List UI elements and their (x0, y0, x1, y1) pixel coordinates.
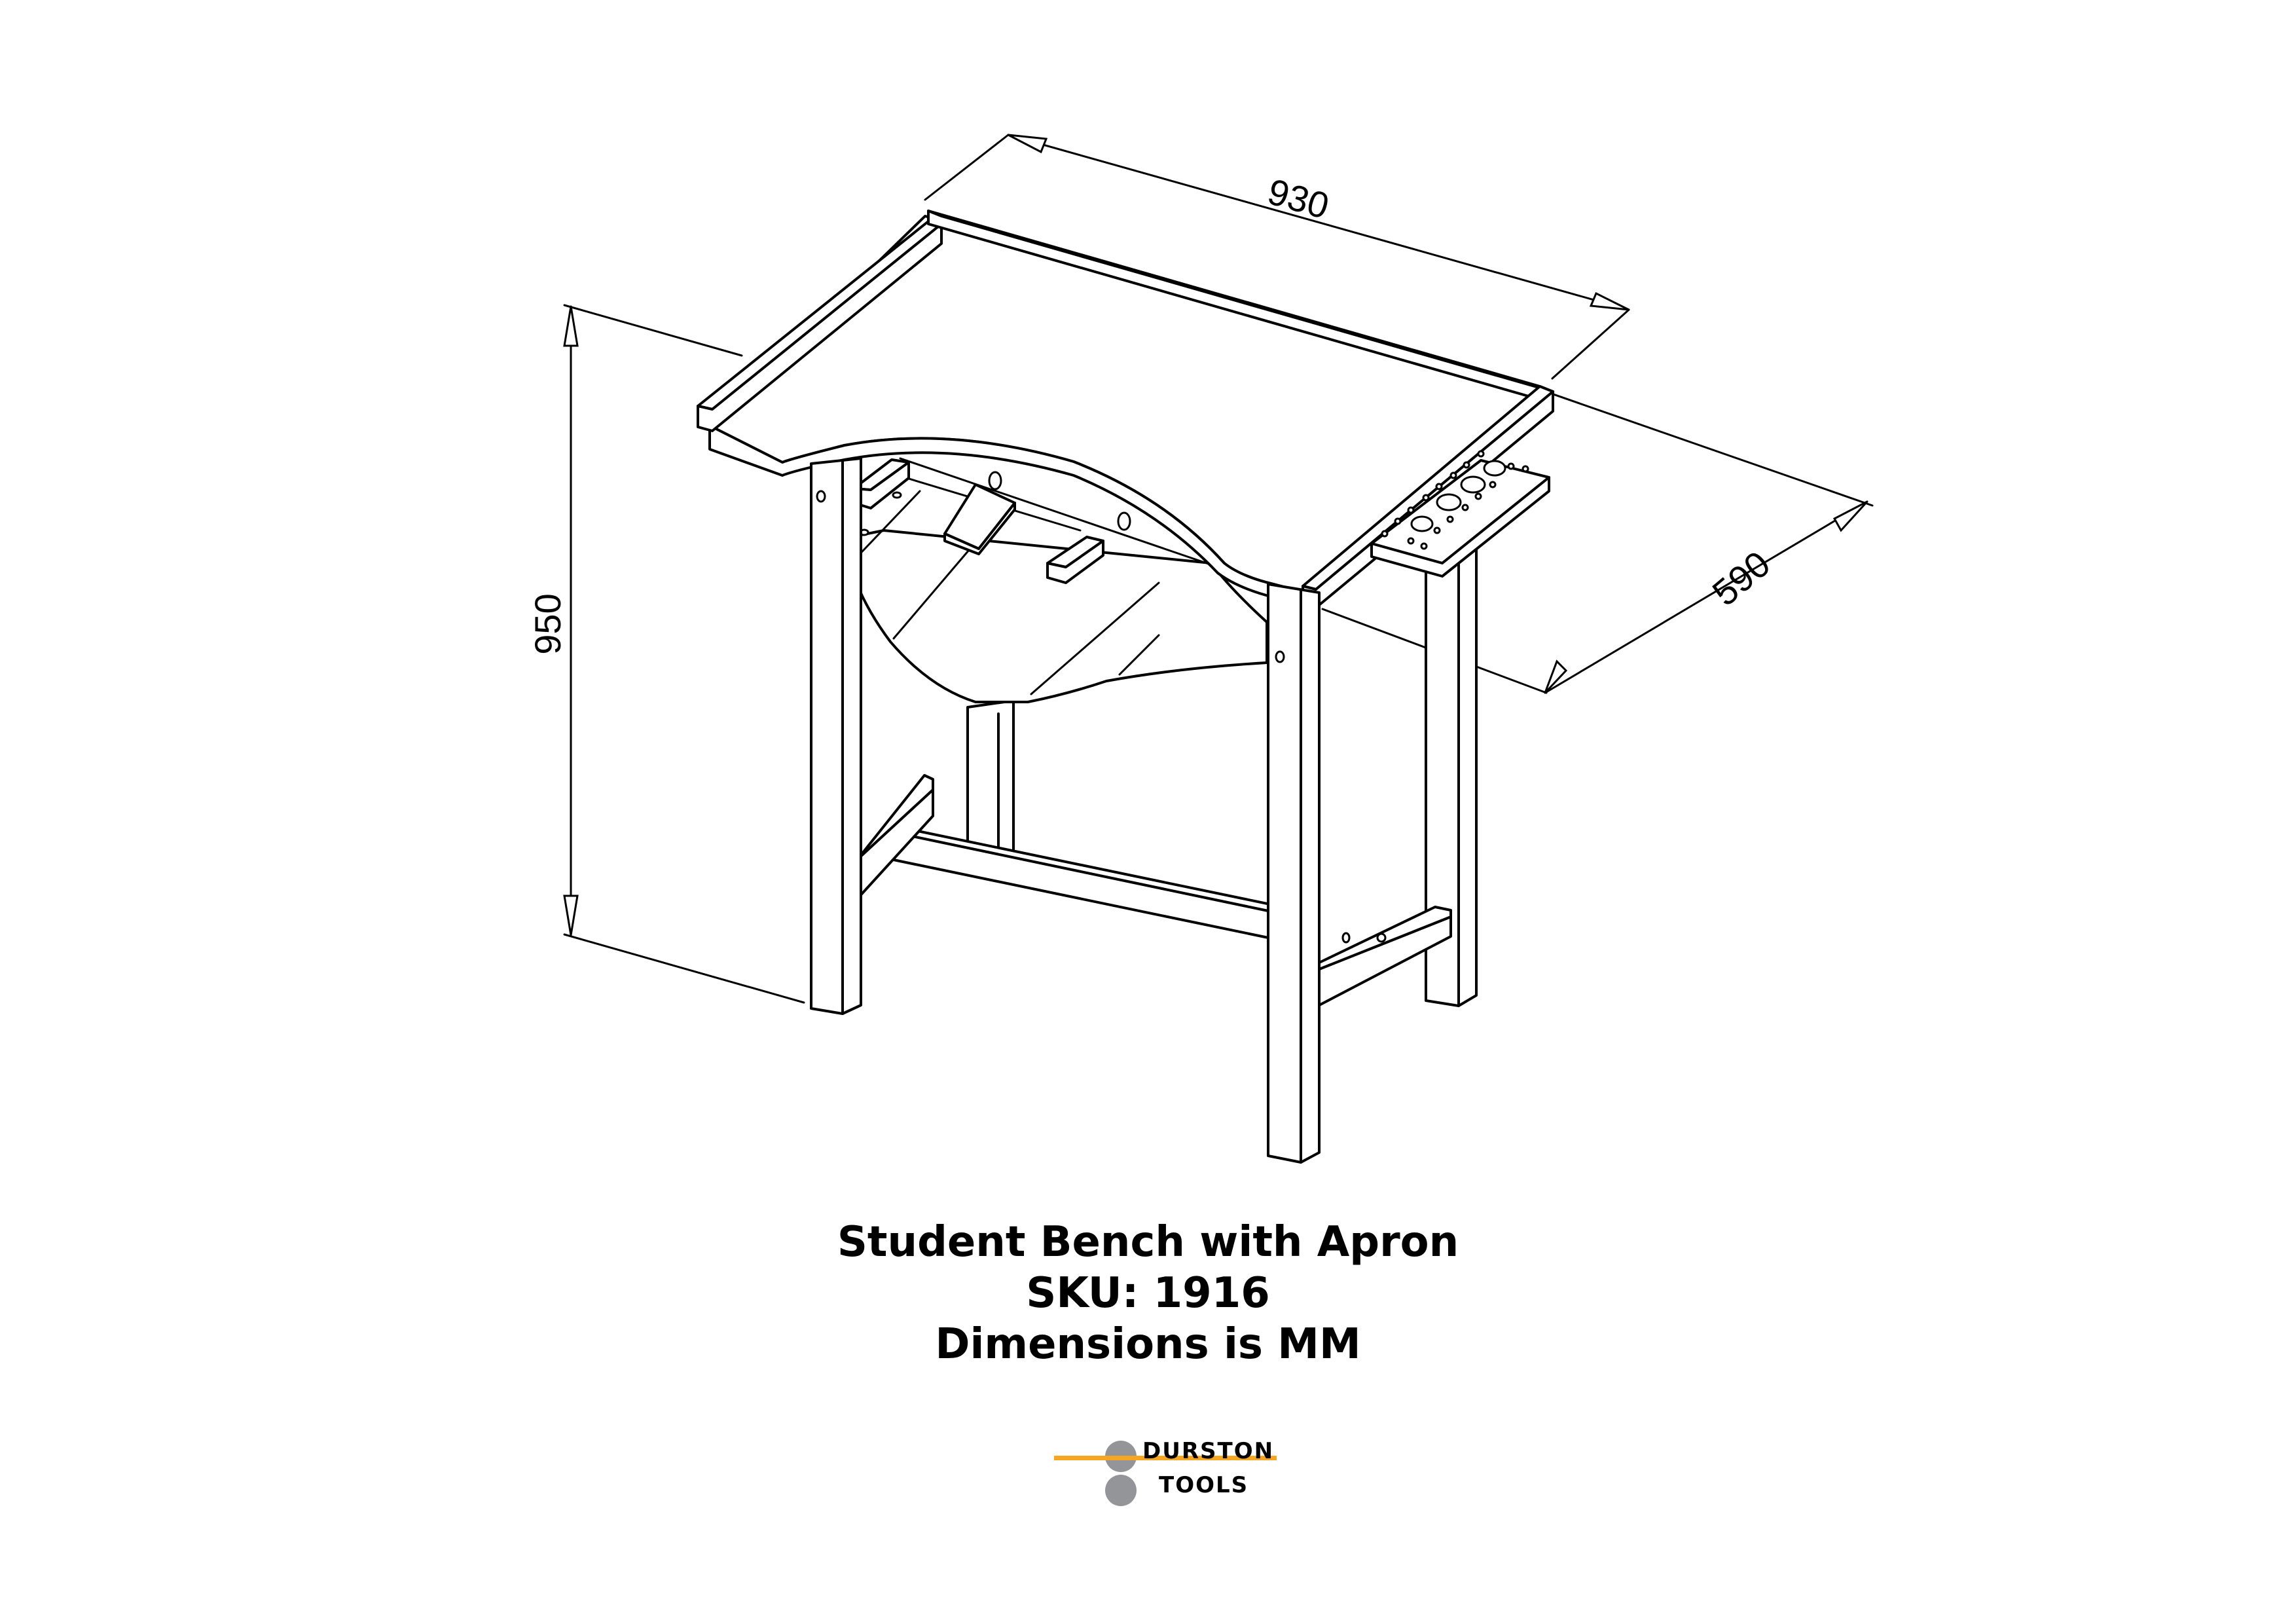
durston-tools-logo: DURSTON TOOLS (1054, 1426, 1303, 1506)
bench-peg (943, 483, 1016, 555)
caption-block: Student Bench with Apron SKU: 1916 Dimen… (0, 1217, 2296, 1370)
tool-holder-small-holes (1381, 450, 1529, 550)
leather-apron (843, 490, 1268, 703)
back-leg-left (966, 699, 1015, 860)
logo-line-durston: DURSTON (1142, 1438, 1275, 1464)
logo-line-tools: TOOLS (1159, 1472, 1249, 1498)
product-title: Student Bench with Apron (837, 1218, 1459, 1266)
dimension-height-label: 950 (527, 593, 568, 654)
logo-circle-bottom (1105, 1475, 1137, 1506)
dimension-height: 950 (527, 304, 805, 1004)
dimension-depth-label: 590 (1704, 543, 1777, 614)
units-note: Dimensions is MM (935, 1320, 1361, 1369)
dimension-width-label: 930 (1264, 170, 1334, 227)
pin-support-left (852, 458, 910, 509)
product-sku: SKU: 1916 (1026, 1269, 1270, 1318)
logo-bar (1054, 1456, 1277, 1460)
tool-holder-block (1370, 450, 1550, 578)
front-leg-right (1267, 583, 1321, 1164)
front-leg-left (810, 457, 862, 1015)
pin-support-right (1046, 536, 1104, 584)
